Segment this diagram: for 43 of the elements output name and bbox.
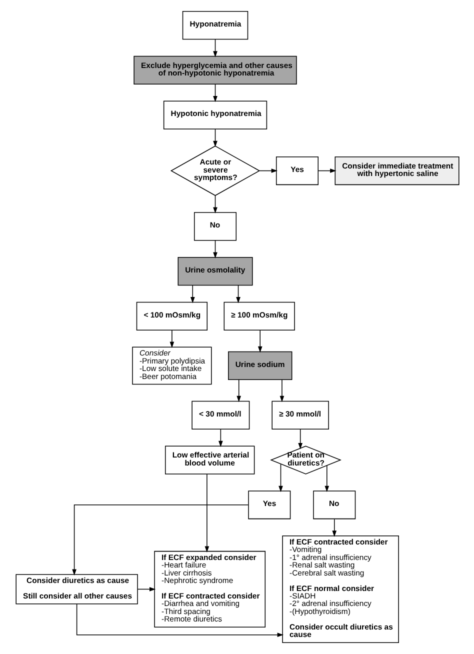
node-box: ≥ 100 mOsm/kg <box>223 302 294 330</box>
node-box: Yes <box>275 156 318 186</box>
arrow <box>298 428 302 450</box>
node-box: < 100 mOsm/kg <box>136 302 208 330</box>
arrow <box>212 240 217 258</box>
node-box: Exclude hyperglycemia and other causes of non-hypotonic hyponatremia <box>133 56 296 85</box>
arrow <box>218 428 222 448</box>
arrow <box>279 379 284 402</box>
node-box: Urine osmolality <box>177 257 252 286</box>
arrow <box>169 330 174 348</box>
node-box: Hypotonic hyponatremia <box>162 100 267 130</box>
arrow <box>72 504 248 576</box>
arrow <box>212 84 217 102</box>
node-box: If ECF expanded consider -Heart failure -Liver cirrhosis -Nephrotic syndrome If ECF contracted consider -Diarrhea and vomiting -Third spacing -Remote diuretics <box>154 550 266 628</box>
arrow <box>136 587 156 592</box>
arrow <box>324 465 329 492</box>
arrow <box>212 128 217 148</box>
arrow <box>204 474 209 552</box>
node-box: Hyponatremia <box>182 11 248 40</box>
arrow <box>257 330 262 353</box>
node-box: If ECF contracted consider -Vomiting -1° adrenal insufficiency -Renal salt wasting -Cerebral salt wasting If ECF normal consider -SIADH -2° adrenal insufficiency -(Hypothyroidism) Consider occult diuretics as cause <box>282 535 398 643</box>
arrow <box>236 284 240 304</box>
arrow <box>278 464 282 492</box>
node-diamond: Patient on diuretics? <box>270 446 341 474</box>
node-box: ≥ 30 mmol/l <box>271 400 328 430</box>
arrow <box>332 518 336 537</box>
arrow <box>317 168 336 173</box>
node-diamond: Acute or severe symptoms? <box>170 146 260 196</box>
node-box: Low effective arterial blood volume <box>164 446 254 474</box>
node-box: < 30 mmol/l <box>191 400 250 430</box>
arrow <box>258 168 278 173</box>
arrow <box>236 379 241 402</box>
node-box: Urine sodium <box>228 351 292 380</box>
arrow <box>212 195 217 214</box>
node-box: Consider -Primary polydipsia -Low solute intake -Beer potomania <box>132 346 212 385</box>
arrow <box>212 38 217 58</box>
node-box: Consider diuretics as cause Still consider all other causes <box>15 574 138 604</box>
arrow <box>76 604 284 638</box>
node-box: Yes <box>248 490 290 520</box>
node-box: Consider immediate treatment with hypertonic saline <box>334 156 459 186</box>
node-box: No <box>312 490 356 520</box>
node-box: No <box>194 212 236 241</box>
arrow <box>190 284 194 304</box>
